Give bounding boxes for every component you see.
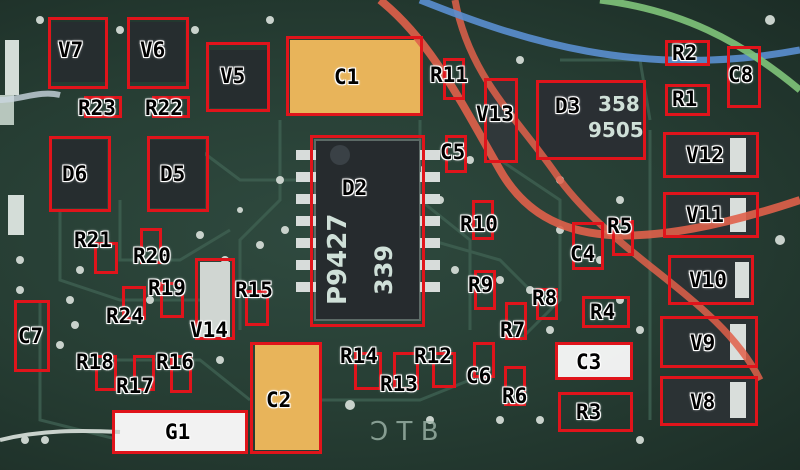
component-box-c4 — [572, 222, 604, 270]
component-box-r19 — [160, 282, 184, 318]
component-box-r18 — [95, 355, 117, 391]
label-r2: R2 — [672, 41, 698, 65]
label-c2: C2 — [266, 388, 292, 412]
label-v13: V13 — [476, 102, 514, 126]
component-box-v10 — [668, 255, 754, 305]
component-box-r13 — [393, 352, 419, 390]
component-box-c3 — [555, 342, 633, 380]
label-v5: V5 — [220, 64, 246, 88]
svg-text:Ɔ T B: Ɔ T B — [370, 417, 439, 447]
component-box-d3 — [536, 80, 646, 160]
component-box-v14 — [195, 258, 235, 340]
component-box-c7 — [14, 300, 50, 372]
component-box-c5 — [445, 135, 467, 173]
label-v8: V8 — [690, 390, 716, 414]
component-box-r16 — [170, 355, 192, 393]
label-v14: V14 — [190, 318, 228, 342]
label-c4: C4 — [570, 242, 596, 266]
component-box-c6 — [473, 342, 495, 378]
component-box-d2 — [310, 135, 425, 327]
label-r22: R22 — [145, 96, 183, 120]
component-box-r14 — [354, 352, 382, 390]
label-r14: R14 — [340, 344, 378, 368]
component-box-v7 — [48, 17, 108, 89]
component-box-r9 — [474, 270, 496, 310]
component-box-r17 — [133, 355, 155, 391]
component-box-r11 — [443, 58, 465, 100]
label-v9: V9 — [690, 331, 716, 355]
d3-marking-line1: 358 — [598, 92, 640, 116]
label-d3: D3 — [555, 94, 581, 118]
label-r24: R24 — [106, 304, 144, 328]
label-d6: D6 — [62, 162, 88, 186]
label-r1: R1 — [672, 87, 698, 111]
label-d2: D2 — [342, 176, 368, 200]
label-c1: C1 — [334, 65, 360, 89]
label-r19: R19 — [148, 276, 186, 300]
component-box-r1 — [665, 84, 710, 116]
component-box-r3 — [558, 392, 633, 432]
component-box-g1 — [112, 410, 248, 454]
label-r18: R18 — [76, 350, 114, 374]
component-box-r10 — [472, 200, 494, 240]
component-box-v6 — [127, 17, 189, 89]
component-box-d6 — [49, 136, 111, 212]
label-v6: V6 — [140, 38, 166, 62]
label-v11: V11 — [686, 203, 724, 227]
label-c3: C3 — [576, 350, 602, 374]
label-g1: G1 — [165, 420, 191, 444]
component-box-v5 — [206, 42, 270, 112]
component-box-r5 — [612, 220, 634, 256]
label-r10: R10 — [460, 212, 498, 236]
label-v12: V12 — [686, 143, 724, 167]
component-box-r22 — [152, 96, 190, 118]
component-box-v9 — [660, 316, 758, 368]
label-r12: R12 — [414, 344, 452, 368]
label-r4: R4 — [590, 300, 616, 324]
component-box-r8 — [536, 288, 558, 320]
component-box-v13 — [484, 78, 518, 163]
component-box-v8 — [660, 376, 758, 426]
label-r5: R5 — [607, 214, 633, 238]
component-box-c1 — [286, 36, 423, 116]
component-box-r21 — [94, 242, 118, 274]
label-r20: R20 — [133, 244, 171, 268]
label-v10: V10 — [689, 268, 727, 292]
component-box-r12 — [432, 352, 456, 388]
component-box-v12 — [663, 132, 759, 178]
component-box-r15 — [245, 290, 269, 326]
label-c8: C8 — [728, 63, 754, 87]
component-box-r2 — [665, 40, 710, 66]
label-r23: R23 — [78, 96, 116, 120]
label-r6: R6 — [502, 384, 528, 408]
label-v7: V7 — [58, 38, 84, 62]
label-r21: R21 — [74, 228, 112, 252]
component-box-d5 — [147, 136, 209, 212]
label-r9: R9 — [468, 273, 494, 297]
label-c5: C5 — [440, 140, 466, 164]
component-box-r7 — [505, 302, 527, 340]
component-box-v11 — [663, 192, 759, 238]
label-c7: C7 — [18, 324, 44, 348]
label-d5: D5 — [160, 162, 186, 186]
component-box-r4 — [582, 296, 630, 328]
label-c6: C6 — [466, 364, 492, 388]
label-r8: R8 — [532, 286, 558, 310]
label-r3: R3 — [576, 400, 602, 424]
label-r11: R11 — [430, 63, 468, 87]
label-r13: R13 — [380, 372, 418, 396]
component-box-r23 — [84, 96, 122, 118]
component-box-r24 — [122, 286, 146, 320]
component-box-r6 — [504, 366, 526, 406]
label-r16: R16 — [156, 350, 194, 374]
label-r7: R7 — [500, 318, 526, 342]
d3-marking-line2: 9505 — [588, 118, 644, 142]
component-box-r20 — [140, 228, 162, 264]
label-r15: R15 — [235, 278, 273, 302]
component-box-c8 — [727, 46, 761, 108]
component-box-c2 — [250, 342, 322, 454]
label-r17: R17 — [116, 374, 154, 398]
